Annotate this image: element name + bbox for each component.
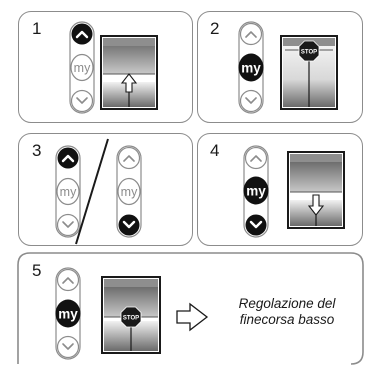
my-label: my — [74, 61, 91, 75]
up-button[interactable] — [57, 147, 79, 169]
down-button[interactable] — [245, 214, 267, 236]
step-4-number: 4 — [210, 141, 220, 160]
roller-shutter-window — [287, 151, 345, 229]
step-2-number: 2 — [210, 19, 220, 38]
remote-control: my — [55, 267, 81, 360]
chevron-up-icon — [62, 277, 74, 284]
step-3-panel — [18, 133, 193, 246]
down-button[interactable] — [56, 213, 80, 237]
chevron-up-icon — [61, 154, 75, 163]
remote-control-down: my — [116, 145, 142, 238]
up-button[interactable] — [71, 23, 93, 45]
my-label: my — [58, 307, 78, 322]
down-button[interactable] — [239, 89, 263, 113]
shutter-box — [104, 279, 158, 287]
chevron-down-icon — [62, 343, 74, 350]
step-3-number: 3 — [32, 141, 42, 160]
roller-shutter-window — [100, 35, 158, 110]
stop-sign-icon: STOP — [120, 306, 142, 328]
remote-control: my — [238, 21, 264, 114]
chevron-up-icon — [250, 155, 262, 162]
roller-shutter-window: STOP — [101, 276, 161, 354]
chevron-down-icon — [76, 97, 88, 104]
stop-label: STOP — [123, 315, 139, 321]
chevron-up-icon — [245, 31, 257, 38]
right-arrow-outline-icon — [176, 302, 209, 332]
chevron-down-icon — [245, 97, 257, 104]
my-button[interactable]: my — [243, 176, 269, 205]
my-button[interactable]: my — [55, 299, 81, 328]
my-button[interactable]: my — [238, 53, 264, 82]
or-divider — [75, 138, 109, 245]
result-caption: Regolazione del finecorsa basso — [212, 296, 362, 328]
my-button[interactable]: my — [70, 53, 94, 82]
shutter-box — [103, 38, 155, 46]
down-arrow-outline-icon — [307, 194, 325, 216]
up-button[interactable] — [56, 268, 80, 292]
my-label: my — [121, 185, 138, 199]
up-button[interactable] — [244, 146, 268, 170]
chevron-down-icon — [62, 221, 74, 228]
stop-label: STOP — [301, 49, 317, 55]
result-caption-line-1: Regolazione del — [238, 296, 336, 311]
down-button[interactable] — [70, 89, 94, 113]
shutter-panel — [290, 162, 342, 192]
up-arrow-outline-icon — [120, 73, 138, 93]
shutter-box — [290, 154, 342, 162]
chevron-up-icon — [123, 155, 135, 162]
chevron-down-icon — [122, 220, 136, 229]
remote-control: my — [69, 21, 95, 114]
remote-control: my — [243, 145, 269, 238]
chevron-up-icon — [75, 30, 89, 39]
chevron-down-icon — [249, 220, 263, 229]
down-button[interactable] — [56, 335, 80, 359]
my-label: my — [241, 61, 261, 76]
my-button[interactable]: my — [117, 177, 141, 206]
roller-shutter-window: STOP — [280, 35, 338, 110]
my-button[interactable]: my — [56, 177, 80, 206]
result-caption-line-2: finecorsa basso — [239, 312, 335, 327]
stop-sign-icon: STOP — [298, 40, 320, 62]
step-1-number: 1 — [32, 19, 42, 38]
my-label: my — [246, 184, 266, 199]
my-label: my — [60, 185, 77, 199]
down-button[interactable] — [118, 214, 140, 236]
remote-control-up: my — [55, 145, 81, 238]
step-5-number: 5 — [32, 261, 42, 280]
up-button[interactable] — [117, 146, 141, 170]
up-button[interactable] — [239, 22, 263, 46]
